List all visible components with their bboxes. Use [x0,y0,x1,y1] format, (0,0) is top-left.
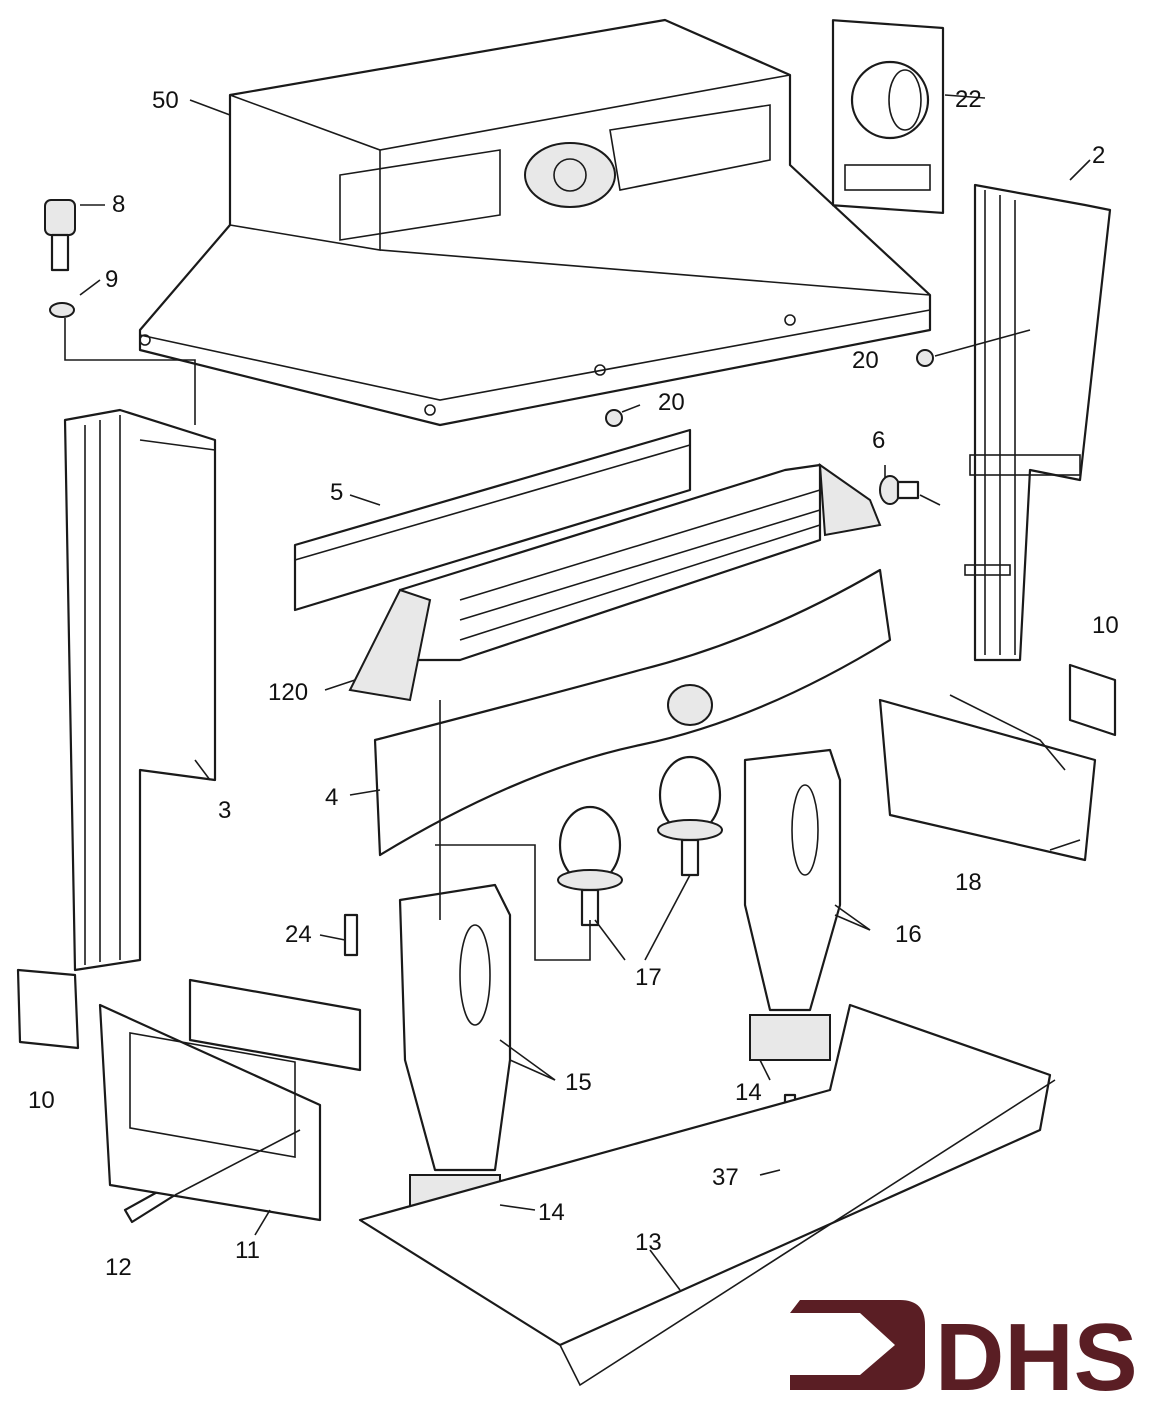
callout-17: 17 [635,964,662,991]
logo-arrow-icon [790,1300,925,1390]
part-left-side-panel [63,408,217,972]
part-grommet [916,349,934,367]
leader-lines [64,94,1091,1291]
callout-2: 2 [1092,142,1105,169]
callout-50: 50 [152,87,179,114]
part-left-leg [398,883,512,1221]
part-grommet [605,409,623,427]
callout-18: 18 [955,869,982,896]
callout-16: 16 [895,921,922,948]
callout-24: 24 [285,921,312,948]
part-base-tray [358,1003,1056,1387]
part-louvre-assembly [348,462,882,702]
part-hood [138,18,932,427]
callout-20: 20 [852,347,879,374]
part-finial [557,805,623,927]
callout-120: 120 [268,679,308,706]
callout-9: 9 [105,266,118,293]
callout-5: 5 [330,479,343,506]
callout-15: 15 [565,1069,592,1096]
callout-13: 13 [635,1229,662,1256]
callout-14: 14 [538,1199,565,1226]
callout-37: 37 [712,1164,739,1191]
callout-20-b: 20 [658,389,685,416]
part-clip [1068,663,1117,737]
callout-22: 22 [955,86,982,113]
dhs-logo: DHS [790,1300,1138,1406]
callouts: 50 22 2 8 9 20 20 5 6 120 10 10 4 3 18 2… [28,86,1119,1281]
part-screw [343,913,359,957]
part-knob [44,199,76,272]
part-support-bar [293,428,692,612]
logo-text: DHS [935,1304,1138,1406]
part-right-side-panel [964,183,1112,662]
part-right-leg [743,748,842,1061]
callout-12: 12 [105,1254,132,1281]
callout-14-b: 14 [735,1079,762,1106]
part-clip [16,968,80,1050]
callout-4: 4 [325,784,338,811]
callout-8: 8 [112,191,125,218]
part-bracket-plate [878,694,1097,862]
callout-6: 6 [872,427,885,454]
callout-10-b: 10 [28,1087,55,1114]
callout-10: 10 [1092,612,1119,639]
callout-3: 3 [218,797,231,824]
part-side-vent-panel [98,978,362,1222]
part-finial [657,755,723,877]
part-flue-plate [831,19,945,215]
callout-11: 11 [235,1237,260,1264]
part-front-grille [373,568,892,857]
part-washer [49,302,75,318]
part-fitting [879,475,920,505]
